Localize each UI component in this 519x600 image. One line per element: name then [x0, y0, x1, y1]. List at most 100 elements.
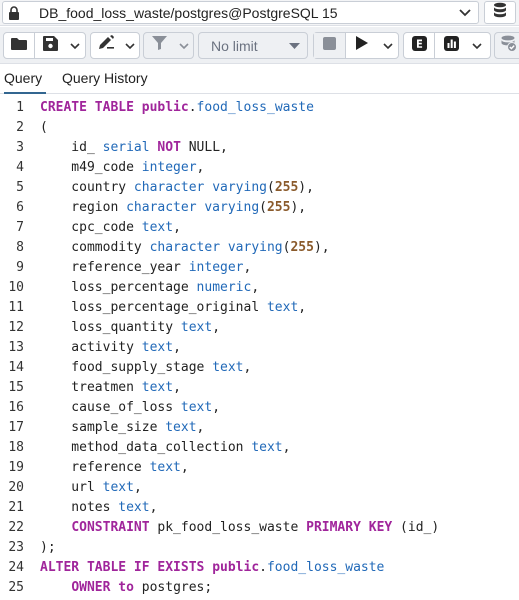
- tab-query-label: Query: [4, 70, 43, 86]
- save-icon: [42, 35, 58, 56]
- explain-options-dropdown[interactable]: [467, 33, 487, 58]
- chevron-down-icon[interactable]: [452, 8, 478, 17]
- code-token: text: [141, 380, 174, 395]
- tab-query[interactable]: Query: [4, 64, 46, 94]
- line-number: 25: [8, 580, 24, 595]
- play-icon: [356, 36, 368, 55]
- code-token: 255: [274, 180, 299, 195]
- save-file-button[interactable]: [35, 33, 65, 58]
- code-token: PRIMARY KEY: [306, 520, 401, 535]
- database-icon: [493, 2, 507, 23]
- line-number: 14: [8, 360, 24, 375]
- commit-button[interactable]: [494, 32, 519, 59]
- editor-tabs: Query Query History: [0, 64, 519, 94]
- edit-options-dropdown[interactable]: [121, 33, 139, 58]
- code-token: reference: [40, 460, 150, 475]
- code-line: loss_percentage numeric,: [40, 278, 519, 298]
- code-line: );: [40, 538, 519, 558]
- code-token: (: [282, 240, 291, 255]
- explain-icon: [411, 35, 427, 56]
- chevron-down-icon: [70, 37, 80, 55]
- code-token: ,: [212, 400, 221, 415]
- row-limit-select[interactable]: No limit: [198, 32, 308, 59]
- line-number: 16: [8, 400, 24, 415]
- code-token: [40, 520, 71, 535]
- code-token: public: [212, 560, 260, 575]
- line-number: 20: [8, 480, 24, 495]
- code-line: cpc_code text,: [40, 218, 519, 238]
- code-token: public: [141, 100, 189, 115]
- code-token: pk_food_loss_waste: [157, 520, 307, 535]
- stop-button[interactable]: [314, 33, 345, 58]
- code-token: text: [118, 500, 150, 515]
- code-token: text: [149, 460, 181, 475]
- code-token: url: [40, 480, 103, 495]
- code-token: ,: [243, 360, 252, 375]
- filter-icon: [151, 36, 167, 55]
- line-number: 7: [16, 220, 24, 235]
- query-toolbar: No limit: [0, 27, 519, 64]
- code-line: loss_percentage_original text,: [40, 298, 519, 318]
- code-token: ,: [173, 380, 181, 395]
- code-line: cause_of_loss text,: [40, 398, 519, 418]
- code-line: loss_quantity text,: [40, 318, 519, 338]
- code-token: text: [180, 400, 213, 415]
- code-token: text: [165, 420, 197, 435]
- explain-button[interactable]: [404, 33, 434, 58]
- code-token: ,: [173, 340, 181, 355]
- tab-query-history[interactable]: Query History: [62, 64, 154, 94]
- code-token: country: [40, 180, 134, 195]
- filter-button-group: [143, 32, 194, 59]
- code-line: commodity character varying(255),: [40, 238, 519, 258]
- code-token: ,: [149, 500, 158, 515]
- code-token: character varying: [133, 180, 267, 195]
- line-number: 12: [8, 320, 24, 335]
- code-line: (: [40, 118, 519, 138]
- code-area[interactable]: CREATE TABLE public.food_loss_waste( id_…: [40, 96, 519, 600]
- edit-button[interactable]: [91, 33, 121, 58]
- code-token: NULL,: [188, 140, 228, 155]
- connection-selector[interactable]: DB_food_loss_waste/postgres@PostgreSQL 1…: [2, 1, 479, 24]
- code-token: );: [40, 540, 56, 555]
- code-token: [40, 580, 71, 595]
- line-number: 15: [8, 380, 24, 395]
- code-token: (: [266, 180, 275, 195]
- filter-button[interactable]: [144, 33, 174, 58]
- explain-button-group: [403, 32, 491, 59]
- code-token: ,: [243, 260, 252, 275]
- line-number: 10: [8, 280, 24, 295]
- code-token: text: [266, 300, 299, 315]
- execute-button[interactable]: [346, 33, 378, 58]
- line-number: 9: [16, 260, 24, 275]
- chevron-down-icon: [178, 37, 189, 55]
- explain-analyze-button[interactable]: [435, 33, 467, 58]
- line-number: 1: [16, 100, 24, 115]
- code-token: ,: [133, 480, 142, 495]
- filter-options-dropdown[interactable]: [174, 33, 193, 58]
- code-line: reference_year integer,: [40, 258, 519, 278]
- code-token: ,: [196, 420, 205, 435]
- database-button[interactable]: [484, 1, 516, 24]
- code-token: NOT: [157, 140, 189, 155]
- code-token: ALTER TABLE IF EXISTS: [40, 560, 213, 575]
- pencil-icon: [97, 35, 115, 56]
- line-number: 6: [16, 200, 24, 215]
- code-token: ),: [290, 200, 307, 215]
- save-options-dropdown[interactable]: [65, 33, 85, 58]
- tab-query-history-label: Query History: [62, 70, 148, 86]
- code-line: food_supply_stage text,: [40, 358, 519, 378]
- line-number: 13: [8, 340, 24, 355]
- folder-icon: [11, 37, 27, 55]
- code-token: numeric: [196, 280, 252, 295]
- execute-options-dropdown[interactable]: [378, 33, 398, 58]
- caret-down-icon: [281, 42, 307, 49]
- open-file-button[interactable]: [4, 33, 34, 58]
- code-token: serial: [102, 140, 158, 155]
- line-number: 3: [16, 140, 24, 155]
- code-token: notes: [40, 500, 119, 515]
- edit-button-group: [90, 32, 140, 59]
- code-token: ,: [180, 460, 189, 475]
- code-line: activity text,: [40, 338, 519, 358]
